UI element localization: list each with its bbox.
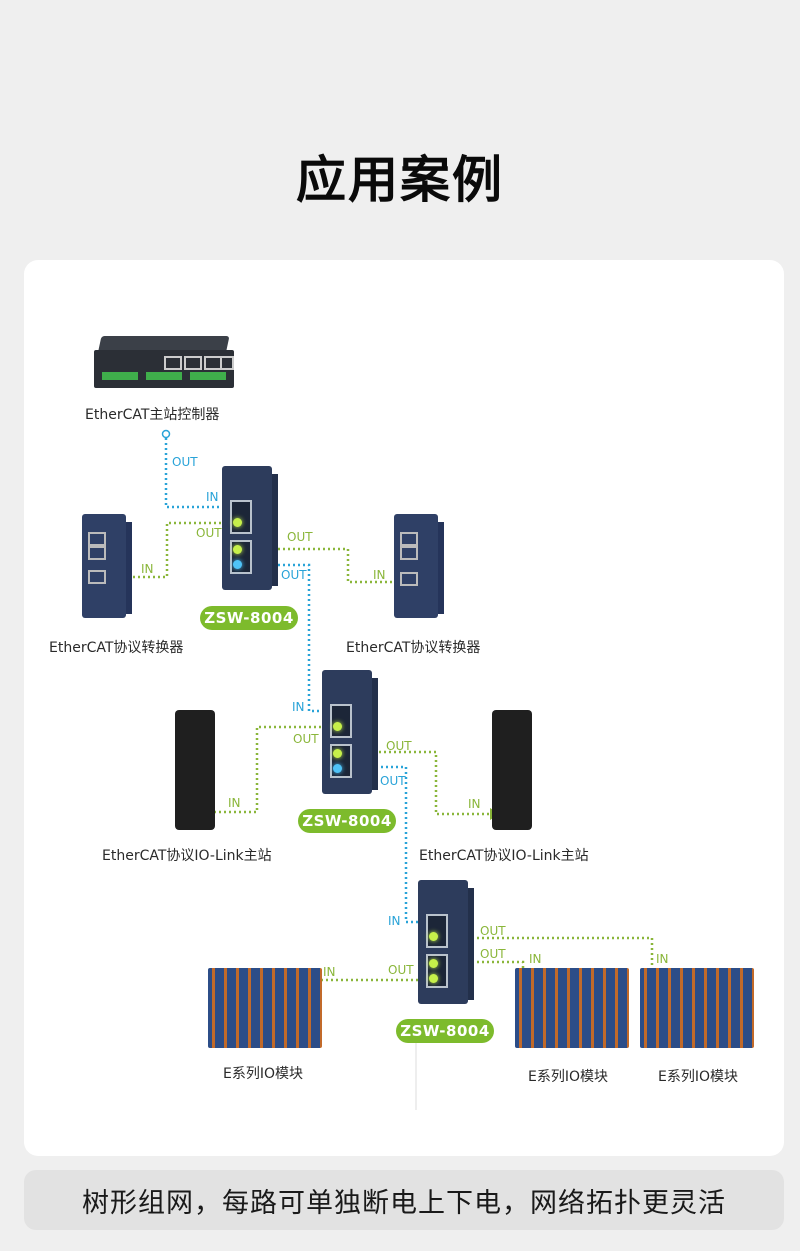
iolink-master-right [492,710,532,830]
port-label-out: OUT [388,963,414,977]
converter-right-label: EtherCAT协议转换器 [346,640,481,656]
port-label-in: IN [656,952,669,966]
iolink-master-left [175,710,215,830]
io-module-1-label: E系列IO模块 [223,1066,303,1082]
model-badge-switch-3: ZSW-8004 [396,1019,494,1043]
link-sw2-iolink-left [196,725,331,814]
controller-label: EtherCAT主站控制器 [85,407,220,423]
port-label-in: IN [228,796,241,810]
port-label-in: IN [292,700,305,714]
zsw-8004-switch-1 [222,466,278,592]
port-label-out: OUT [480,947,506,961]
zsw-8004-switch-2 [322,670,378,796]
io-module-3 [640,968,754,1048]
caption-banner: 树形组网，每路可单独断电上下电，网络拓扑更灵活 [24,1170,784,1230]
port-label-out: OUT [281,568,307,582]
port-label-in: IN [323,965,336,979]
link-sw1-converter-right [238,547,398,584]
page-title: 应用案例 [296,151,504,209]
port-label-in: IN [373,568,386,582]
port-label-out: OUT [380,774,406,788]
link-sw2-iolink-right [334,750,490,816]
iolink-left-label: EtherCAT协议IO-Link主站 [102,848,272,864]
port-label-out: OUT [172,455,198,469]
io-module-1 [208,968,322,1048]
port-label-out: OUT [293,732,319,746]
port-label-in: IN [206,490,219,504]
port-label-in: IN [468,797,481,811]
link-sw3-io-3 [432,936,654,968]
port-label-in: IN [388,914,401,928]
model-badge-switch-2: ZSW-8004 [298,809,396,833]
io-module-3-label: E系列IO模块 [658,1069,738,1085]
io-module-2 [515,968,629,1048]
port-label-out: OUT [480,924,506,938]
protocol-converter-left [82,514,132,620]
port-label-in: IN [141,562,154,576]
port-label-out: OUT [287,530,313,544]
io-module-2-label: E系列IO模块 [528,1069,608,1085]
port-label-in: IN [529,952,542,966]
ethercat-controller-device [94,336,236,394]
converter-left-label: EtherCAT协议转换器 [49,640,184,656]
port-label-out: OUT [196,526,222,540]
zsw-8004-switch-3 [418,880,474,1006]
protocol-converter-right [394,514,444,620]
iolink-right-label: EtherCAT协议IO-Link主站 [419,848,589,864]
model-badge-switch-1: ZSW-8004 [200,606,298,630]
controller-port-icon [161,429,171,439]
port-label-out: OUT [386,739,412,753]
link-sw1-converter-left [100,521,236,579]
